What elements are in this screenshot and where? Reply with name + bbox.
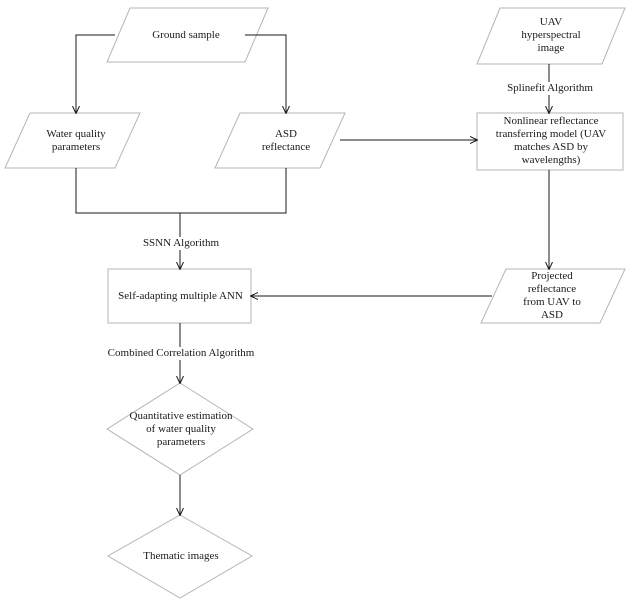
ground-sample-text: Ground sample <box>152 29 220 41</box>
uav-image-label: UAV hyperspectral image <box>490 16 612 55</box>
water-quality-shape <box>4 112 141 169</box>
asd-reflectance-line-2: reflectance <box>261 141 311 153</box>
uav-image-shape <box>476 7 626 65</box>
projected-line-4: ASD <box>540 309 563 321</box>
water-quality-line-1: Water quality <box>46 128 106 140</box>
thematic-shape <box>106 514 254 599</box>
nonlinear-model-line-3: matches ASD by <box>514 141 588 153</box>
ssnn-edge-label: SSNN Algorithm <box>130 237 232 250</box>
uav-image-line-2: hyperspectral <box>521 29 581 41</box>
spline-edge-text: Splinefit Algorithm <box>507 82 593 94</box>
quant-estimation-line-3: parameters <box>156 436 206 448</box>
edge-merge <box>75 168 287 214</box>
asd-reflectance-line-1: ASD <box>274 128 297 140</box>
projected-line-3: from UAV to <box>523 296 581 308</box>
nonlinear-model-line-4: wavelengths) <box>521 154 581 166</box>
spline-edge-label: Splinefit Algorithm <box>489 82 611 95</box>
ssnn-edge-text: SSNN Algorithm <box>142 237 220 249</box>
asd-reflectance-shape <box>214 112 346 169</box>
projected-line-1: Projected <box>531 270 573 282</box>
thematic-label: Thematic images <box>120 550 242 563</box>
projected-line-2: reflectance <box>527 283 577 295</box>
projected-shape <box>480 268 626 324</box>
water-quality-line-2: parameters <box>51 141 101 153</box>
ground-sample-shape <box>106 7 269 63</box>
ann-shape <box>107 268 252 324</box>
asd-reflectance-label: ASD reflectance <box>230 128 342 154</box>
edge-ground-to-water <box>76 34 115 113</box>
quant-estimation-line-1: Quantitative estimation <box>129 410 233 422</box>
edge-ground-to-asd <box>245 34 286 113</box>
thematic-text: Thematic images <box>143 550 219 562</box>
combined-edge-label: Combined Correlation Algorithm <box>95 347 267 360</box>
uav-image-line-3: image <box>537 42 565 54</box>
nonlinear-model-line-2: transferring model (UAV <box>495 128 607 140</box>
ground-sample-label: Ground sample <box>125 29 247 42</box>
projected-label: Projected reflectance from UAV to ASD <box>491 270 613 322</box>
uav-image-line-1: UAV <box>539 16 563 28</box>
water-quality-label: Water quality parameters <box>20 128 132 154</box>
nonlinear-model-label: Nonlinear reflectance transferring model… <box>478 115 624 167</box>
ann-text: Self-adapting multiple ANN <box>118 290 243 302</box>
combined-edge-text: Combined Correlation Algorithm <box>107 347 255 359</box>
ann-label: Self-adapting multiple ANN <box>109 290 252 303</box>
quant-estimation-label: Quantitative estimation of water quality… <box>115 410 247 449</box>
nonlinear-model-line-1: Nonlinear reflectance <box>503 115 599 127</box>
quant-estimation-line-2: of water quality <box>146 423 216 435</box>
